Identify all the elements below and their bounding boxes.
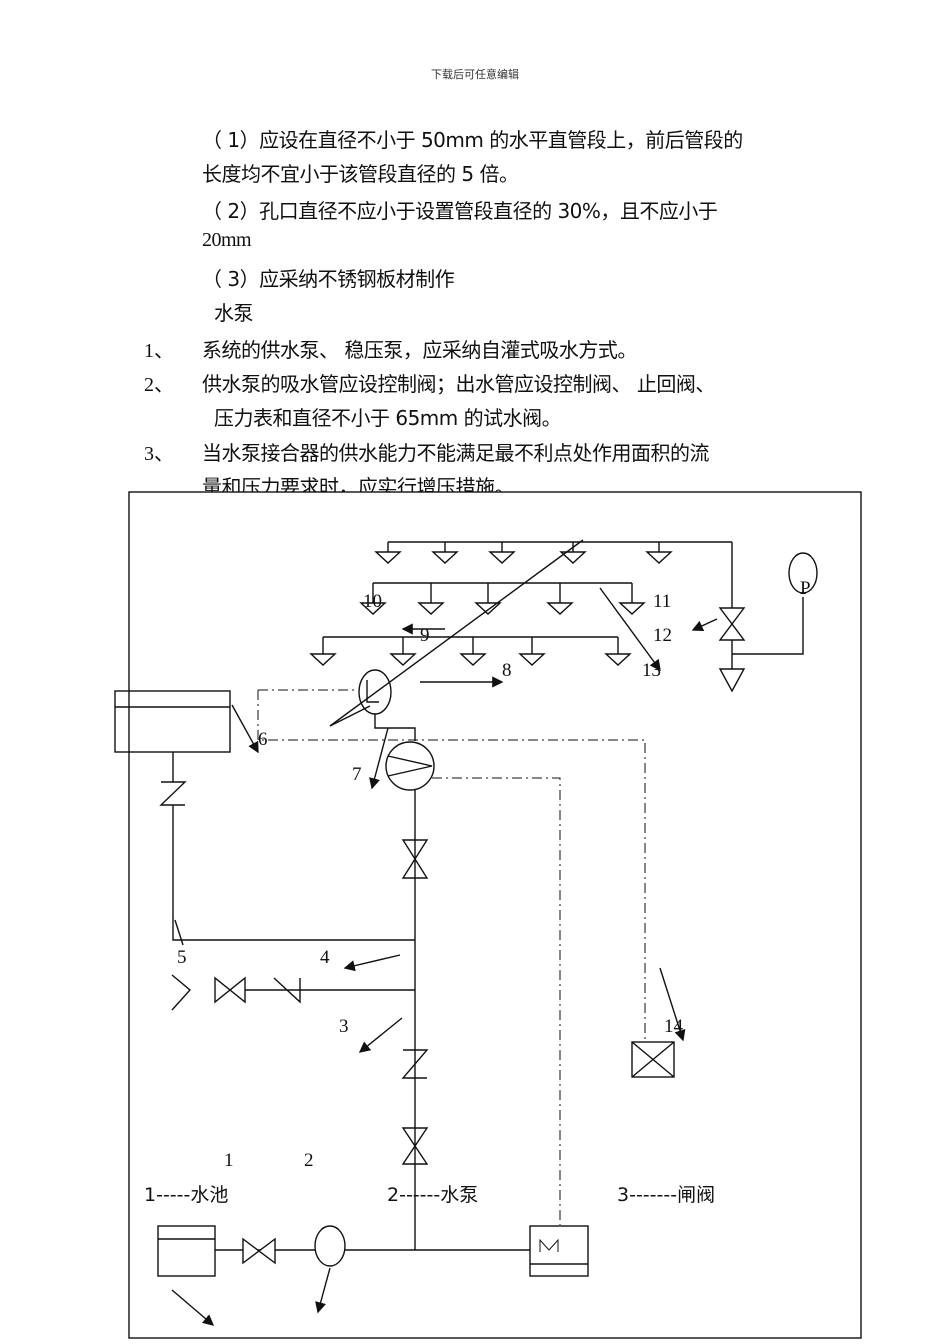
- diagram-frame: [128, 491, 862, 1339]
- check-valve: [401, 1049, 429, 1079]
- legend-pool: 1-----水池: [144, 1184, 228, 1206]
- label-9: 9: [420, 625, 430, 646]
- label-8: 8: [502, 660, 512, 681]
- paragraph: （ 3）应采纳不锈钢板材制作: [202, 267, 455, 291]
- sprinkler-branch-bottom: [309, 636, 632, 666]
- pump-symbol-legend: [314, 1225, 346, 1267]
- label-7: 7: [352, 764, 362, 785]
- pressure-gauge: [788, 552, 818, 594]
- label-12: 12: [653, 625, 672, 646]
- label-4: 4: [320, 947, 330, 968]
- paragraph: （ 1）应设在直径不小于 50mm 的水平直管段上，前后管段的: [202, 128, 743, 152]
- label-14: 14: [664, 1016, 684, 1037]
- paragraph: （ 2）孔口直径不应小于设置管段直径的 30%，且不应小于: [202, 199, 718, 223]
- label-5: 5: [177, 947, 187, 968]
- section-heading: 水泵: [214, 301, 254, 325]
- gate-valve: [242, 1237, 276, 1265]
- check-valve: [159, 781, 187, 806]
- label-3: 3: [339, 1016, 349, 1037]
- check-valve: [273, 977, 301, 1004]
- legend-pump: 2------水泵: [387, 1184, 478, 1206]
- gate-valve: [401, 1127, 429, 1165]
- motor-symbol: [529, 1225, 589, 1277]
- gate-valve: [214, 976, 246, 1004]
- gauge-label: P: [800, 578, 811, 599]
- list-item: 系统的供水泵、 稳压泵，应采纳自灌式吸水方式。: [202, 338, 637, 362]
- paragraph: 长度均不宜小于该管段直径的 5 倍。: [202, 162, 519, 186]
- paragraph: 20mm: [202, 229, 252, 251]
- test-nozzle: [718, 668, 746, 693]
- label-1: 1: [224, 1150, 234, 1171]
- legend-gate-valve: 3-------闸阀: [617, 1184, 715, 1206]
- label-10: 10: [363, 591, 382, 612]
- end-test-valve: [718, 607, 746, 641]
- fire-department-connection: [171, 974, 192, 1011]
- list-item: 供水泵的吸水管应设控制阀；出水管应设控制阀、 止回阀、: [202, 372, 715, 396]
- pool-symbol: [157, 1225, 216, 1277]
- list-number: 2、: [144, 374, 174, 396]
- label-2: 2: [304, 1150, 314, 1171]
- list-number: 3、: [144, 443, 174, 465]
- sprinkler-branch-top: [374, 541, 732, 564]
- list-item: 当水泵接合器的供水能力不能满足最不利点处作用面积的流: [202, 441, 710, 465]
- list-item: 压力表和直径不小于 65mm 的试水阀。: [214, 406, 562, 430]
- list-number: 1、: [144, 340, 174, 362]
- label-11: 11: [653, 591, 671, 612]
- sprinkler-branch-middle: [359, 582, 646, 615]
- alarm-bell-box: [631, 1041, 675, 1078]
- gate-valve: [401, 839, 429, 879]
- page-header: 下载后可任意编辑: [431, 68, 519, 81]
- label-6: 6: [258, 729, 268, 750]
- label-13: 13: [642, 660, 661, 681]
- pump-symbol: [385, 741, 435, 791]
